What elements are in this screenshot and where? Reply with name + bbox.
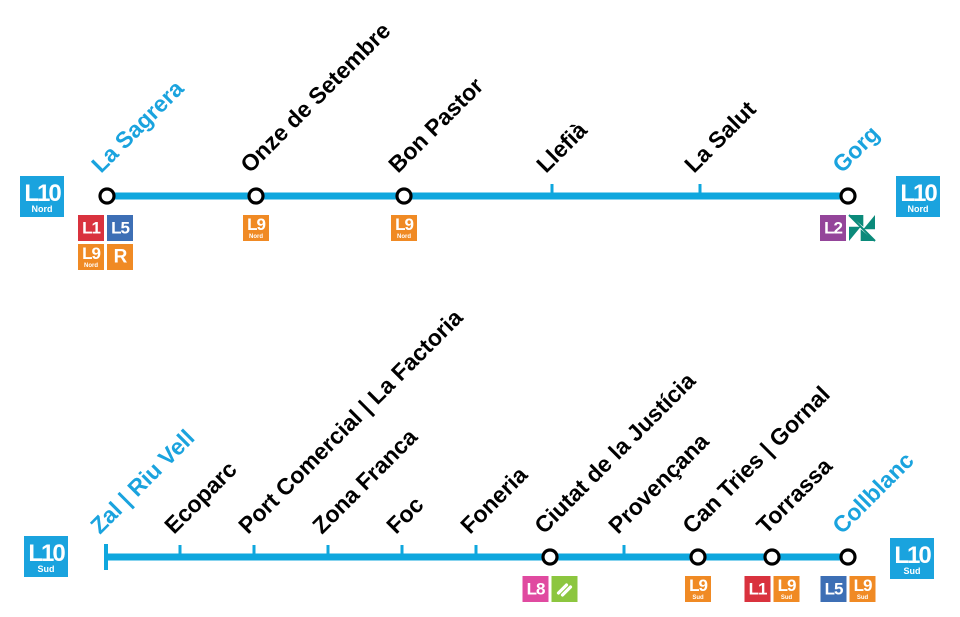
transfer-badge-label: L9 <box>82 244 100 263</box>
tram-icon <box>848 214 876 242</box>
interchange-marker <box>98 187 116 205</box>
station-label: Collblanc <box>827 447 919 539</box>
line-badge-sub: Sud <box>38 564 55 574</box>
transfer-badge-label: L9 <box>778 576 796 595</box>
station-ecoparc[interactable]: Ecoparc <box>159 456 242 557</box>
interchange-marker <box>247 187 265 205</box>
transfer-badge-label: L1 <box>82 219 100 238</box>
station-label: Foc <box>381 491 428 538</box>
interchange-marker <box>689 548 707 566</box>
transfer-badge-sub: Nord <box>249 234 263 240</box>
station-label: La Sagrera <box>86 75 189 178</box>
transfer-badge-l5: L5 <box>820 576 847 602</box>
interchange-marker <box>541 548 559 566</box>
station-label: Bon Pastor <box>383 72 488 177</box>
line-badge-label: L10 <box>900 180 937 207</box>
station-la-salut[interactable]: La Salut <box>679 96 761 196</box>
transfer-badge-sub: Sud <box>781 595 793 601</box>
fgc-icon <box>551 576 578 602</box>
transfer-badge-label: L9 <box>247 215 265 234</box>
interchange-marker <box>763 548 781 566</box>
transfer-badge-sub: Nord <box>84 263 98 269</box>
transfer-badge-sub: Sud <box>692 595 704 601</box>
transfer-badge-sub: Nord <box>397 234 411 240</box>
line-badge-label: L10 <box>894 542 931 569</box>
station-llefia[interactable]: Llefià <box>531 117 592 196</box>
line-badge-label: L10 <box>28 540 65 567</box>
transfer-badge-label: L9 <box>689 576 707 595</box>
transfer-badge-r: R <box>107 244 133 270</box>
transfer-badge-sub: Sud <box>857 595 869 601</box>
transfer-badge-l5: L5 <box>107 215 133 241</box>
transfer-badge-label: L5 <box>111 219 129 238</box>
transfer-badge-l1: L1 <box>744 576 771 602</box>
station-label: Gorg <box>827 120 884 177</box>
line-badge-label: L10 <box>24 180 61 207</box>
line-badge-sub: Sud <box>904 566 921 576</box>
transfer-badge-label: L9 <box>854 576 872 595</box>
station-label: La Salut <box>679 96 761 178</box>
station-port-comercial-la-factoria[interactable]: Port Comercial | La Factoria <box>233 304 468 557</box>
line-badge-sub: Nord <box>908 204 929 214</box>
transfer-badge-label: L9 <box>395 215 413 234</box>
transfer-badge-label: R <box>114 247 128 268</box>
station-label: Llefià <box>531 117 592 178</box>
transfer-badge-l1: L1 <box>78 215 104 241</box>
transfer-badge-label: L8 <box>527 580 545 599</box>
transfer-badge-label: L5 <box>825 580 843 599</box>
station-label: Foneria <box>455 461 532 538</box>
transfer-badge-label: L2 <box>824 219 842 238</box>
interchange-marker <box>395 187 413 205</box>
station-foneria[interactable]: Foneria <box>455 461 532 557</box>
transfer-badge-l8: L8 <box>522 576 549 602</box>
transfer-badge-label: L1 <box>749 580 767 599</box>
interchange-marker <box>839 187 857 205</box>
line-badge-sub: Nord <box>32 204 53 214</box>
transfer-badge-l2: L2 <box>820 215 846 241</box>
station-label: Onze de Setembre <box>235 17 395 177</box>
interchange-marker <box>839 548 857 566</box>
station-foc[interactable]: Foc <box>381 491 429 557</box>
